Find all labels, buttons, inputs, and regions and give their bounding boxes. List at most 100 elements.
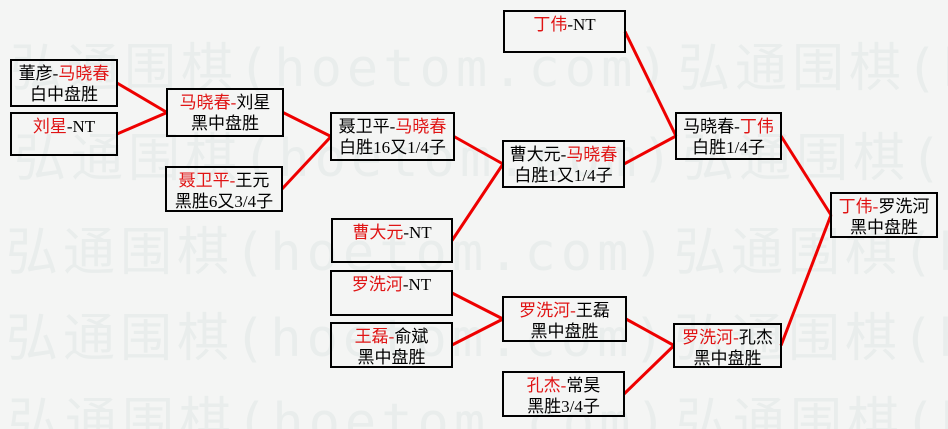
player2-name: 丁伟 <box>739 117 774 136</box>
players-dash: - <box>567 15 573 34</box>
players-dash: - <box>402 275 409 294</box>
player2-name: 王磊 <box>575 301 610 320</box>
match-players: 丁伟-罗洗河 <box>832 196 936 217</box>
player2-name: 马晓春 <box>566 145 618 164</box>
player1-name: 罗洗河 <box>519 301 571 320</box>
watermark-text: 弘通围棋(hoetom.com) <box>678 39 948 99</box>
match-box-final: 丁伟-罗洗河黑中盘胜 <box>830 192 938 238</box>
player1-name: 马晓春 <box>683 117 735 136</box>
players-dash: - <box>230 93 237 112</box>
bracket-connector-line <box>280 135 333 191</box>
bracket-connector-line <box>623 134 677 166</box>
player1-name: 曹大元 <box>352 223 404 242</box>
players-dash: - <box>388 327 395 346</box>
bracket-connector-line <box>451 291 504 321</box>
match-players: 董彦-马晓春 <box>12 63 116 84</box>
match-box-sf2: 罗洗河-孔杰黑中盘胜 <box>673 323 782 368</box>
match-players: 丁伟-NT <box>505 14 624 35</box>
match-box-r1m4: 王磊-俞斌黑中盘胜 <box>330 322 453 368</box>
bracket-connector-line <box>450 163 505 242</box>
match-players: 曹大元-马晓春 <box>504 144 623 165</box>
match-box-r2m4: 孔杰-常昊黑胜3/4子 <box>502 371 625 417</box>
match-box-r4m1: 曹大元-马晓春白胜1又1/4子 <box>502 140 625 188</box>
match-players: 孔杰-常昊 <box>504 375 623 396</box>
bracket-connector-line <box>779 214 833 347</box>
match-result: 黑胜3/4子 <box>527 397 600 416</box>
match-box-sf1: 马晓春-丁伟白胜1/4子 <box>675 112 782 160</box>
match-box-r2m3: 罗洗河-NT <box>330 270 453 316</box>
match-players: 曹大元-NT <box>333 222 451 243</box>
match-box-r2m0: 丁伟-NT <box>503 10 626 53</box>
player1-name: 丁伟 <box>838 197 873 216</box>
match-players: 聂卫平-马晓春 <box>332 116 453 137</box>
player1-name: 马晓春 <box>179 93 231 112</box>
player2-name: NT <box>408 275 432 294</box>
match-box-r3m2: 罗洗河-王磊黑中盘胜 <box>502 296 627 342</box>
player2-name: 马晓春 <box>58 64 110 83</box>
player1-name: 罗洗河 <box>682 328 734 347</box>
bracket-connector-line <box>116 81 168 114</box>
match-result: 白胜1又1/4子 <box>514 166 613 185</box>
bracket-connector-line <box>453 135 504 166</box>
match-players: 马晓春-丁伟 <box>677 116 780 137</box>
player2-name: NT <box>573 15 596 34</box>
bracket-connector-line <box>116 111 168 136</box>
watermark-text: 弘通围棋(hoetom.com) <box>6 309 670 369</box>
match-result: 白胜16又1/4子 <box>339 138 446 157</box>
watermark-text: 弘通围棋(hoetom.com) <box>6 223 670 283</box>
players-dash: - <box>389 117 396 136</box>
match-result: 黑中盘胜 <box>850 218 918 237</box>
match-result: 白胜1/4子 <box>692 138 765 157</box>
player2-name: 王元 <box>235 171 270 190</box>
match-result: 黑中盘胜 <box>693 349 762 368</box>
match-players: 罗洗河-NT <box>332 274 451 295</box>
player2-name: NT <box>409 223 432 242</box>
match-box-r2m1: 马晓春-刘星黑中盘胜 <box>166 88 284 137</box>
bracket-connector-line <box>779 135 833 216</box>
bracket-connector-line <box>282 111 332 138</box>
players-dash: - <box>229 171 236 190</box>
players-dash: - <box>52 64 59 83</box>
match-box-r1m3: 聂卫平-王元黑胜6又3/4子 <box>165 166 283 212</box>
bracket-connector-line <box>625 317 675 347</box>
match-result: 白中盘胜 <box>30 85 98 104</box>
bracket-connector-line <box>623 30 678 137</box>
watermark-text: 弘通围棋(hoetom.com) <box>10 39 674 99</box>
watermark-text: 弘通围棋(hoetom.com) <box>676 393 948 429</box>
player1-name: 丁伟 <box>533 15 568 34</box>
match-players: 罗洗河-孔杰 <box>675 327 780 348</box>
bracket-connector-line <box>622 344 676 396</box>
match-players: 刘星-NT <box>12 116 116 137</box>
match-players: 罗洗河-王磊 <box>504 300 625 321</box>
match-result: 黑中盘胜 <box>191 114 259 133</box>
bracket-connector-line <box>451 317 504 347</box>
player1-name: 曹大元 <box>509 145 561 164</box>
player2-name: 罗洗河 <box>878 197 930 216</box>
player2-name: 马晓春 <box>395 117 447 136</box>
player1-name: 聂卫平 <box>338 117 390 136</box>
players-dash: - <box>872 197 879 216</box>
player2-name: NT <box>72 117 96 136</box>
match-box-r1m2: 刘星-NT <box>10 112 118 156</box>
match-result: 黑中盘胜 <box>357 348 426 367</box>
player2-name: 俞斌 <box>394 327 429 346</box>
player1-name: 王磊 <box>354 327 389 346</box>
players-dash: - <box>733 328 739 347</box>
match-players: 马晓春-刘星 <box>168 92 282 113</box>
watermark-text: 弘通围棋(hoetom.com) <box>674 309 948 369</box>
match-players: 聂卫平-王元 <box>167 170 281 191</box>
players-dash: - <box>734 117 740 136</box>
players-dash: - <box>570 301 576 320</box>
match-players: 王磊-俞斌 <box>332 326 451 347</box>
player1-name: 孔杰 <box>526 376 561 395</box>
match-box-r1m1: 董彦-马晓春白中盘胜 <box>10 59 118 107</box>
match-box-r2m2: 曹大元-NT <box>331 218 453 263</box>
match-result: 黑胜6又3/4子 <box>174 192 274 211</box>
watermark-text: 弘通围棋(hoetom.com) <box>8 393 672 429</box>
player1-name: 董彦 <box>18 64 53 83</box>
watermark-text: 弘通围棋(hoetom.com) <box>674 223 948 283</box>
players-dash: - <box>403 223 409 242</box>
player2-name: 常昊 <box>566 376 601 395</box>
